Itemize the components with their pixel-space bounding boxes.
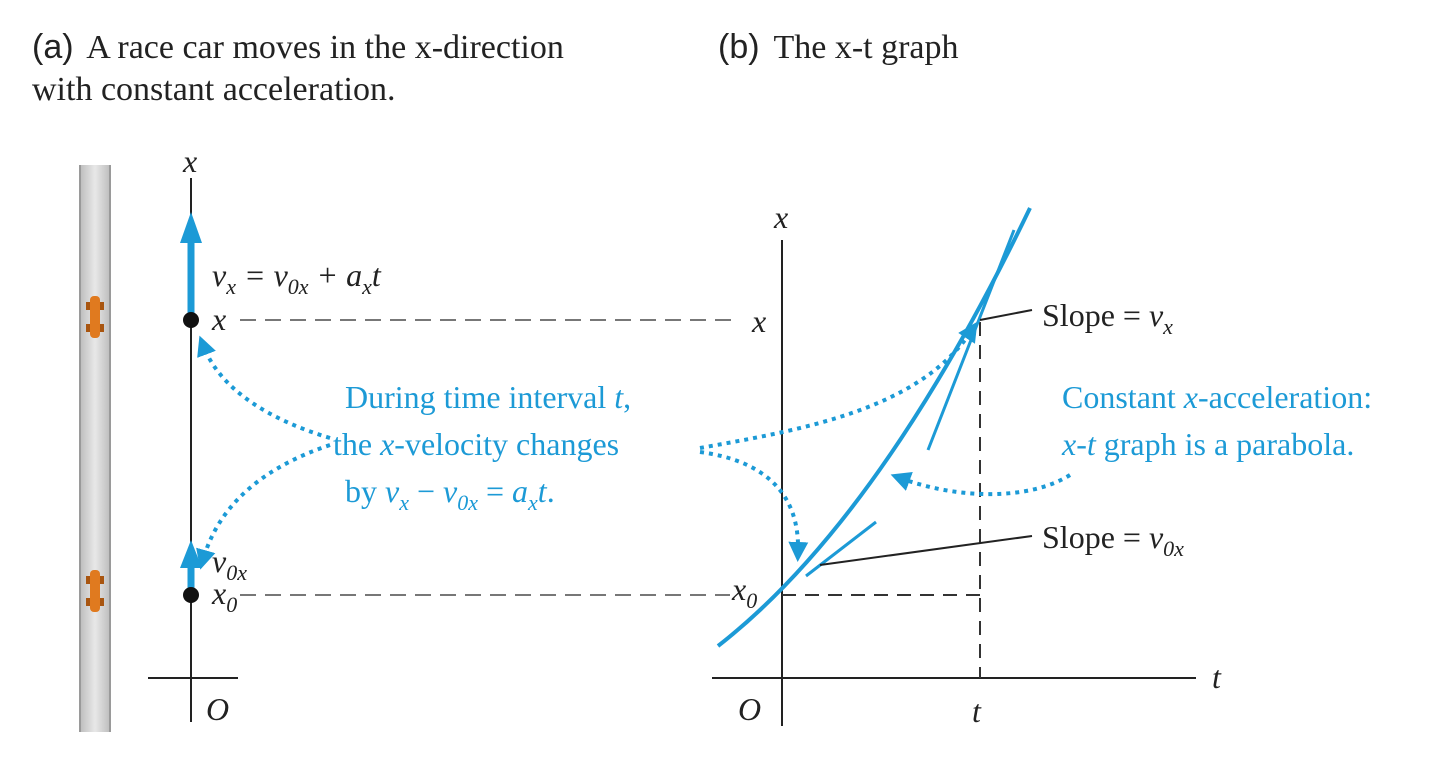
parabola-annotation-line2: x-t graph is a parabola. — [1061, 426, 1354, 462]
velocity-arrow-v0x — [180, 540, 202, 594]
panel-b-x0-tick-label: x0 — [731, 571, 757, 613]
slope-v0x-label: Slope = v0x — [1042, 519, 1184, 561]
interval-annotation-line2: the x-velocity changes — [333, 426, 619, 462]
position-dot-x — [183, 312, 199, 328]
caption-a-line1: (a) A race car moves in the x-direction — [32, 28, 564, 66]
caption-a-line2: with constant acceleration. — [32, 71, 395, 108]
interval-annotation-line3: by vx − v0x = axt. — [345, 473, 555, 515]
slope-v0x-leader — [819, 535, 1033, 566]
race-car-bottom — [86, 570, 104, 612]
panel-b-x-tick-label: x — [751, 303, 766, 339]
tangent-at-zero — [805, 520, 877, 578]
panel-b-x-axis-label: t — [1212, 659, 1222, 695]
position-parabola — [716, 207, 1032, 648]
parabola-annotation-line1: Constant x-acceleration: — [1062, 379, 1372, 415]
race-car-top — [86, 296, 104, 338]
tangent-at-t — [926, 229, 1016, 451]
slope-vx-label: Slope = vx — [1042, 297, 1173, 339]
panel-b-t-tick-label: t — [972, 693, 982, 729]
panel-a-origin-label: O — [206, 691, 229, 727]
interval-annotation-line1: During time interval t, — [345, 379, 631, 415]
panel-a-axis-label: x — [182, 143, 197, 179]
panel-b-origin-label: O — [738, 691, 761, 727]
position-dot-x0 — [183, 587, 199, 603]
velocity-equation: vx = v0x + axt — [212, 257, 382, 299]
road-strip — [79, 165, 111, 732]
dotted-arrows — [196, 321, 1072, 570]
panel-a-position-label: x — [211, 301, 226, 337]
velocity-arrow-vx — [180, 212, 202, 318]
slope-vx-leader — [979, 309, 1033, 321]
caption-b: (b) The x-t graph — [718, 28, 959, 66]
panel-b-y-axis-label: x — [773, 199, 788, 235]
